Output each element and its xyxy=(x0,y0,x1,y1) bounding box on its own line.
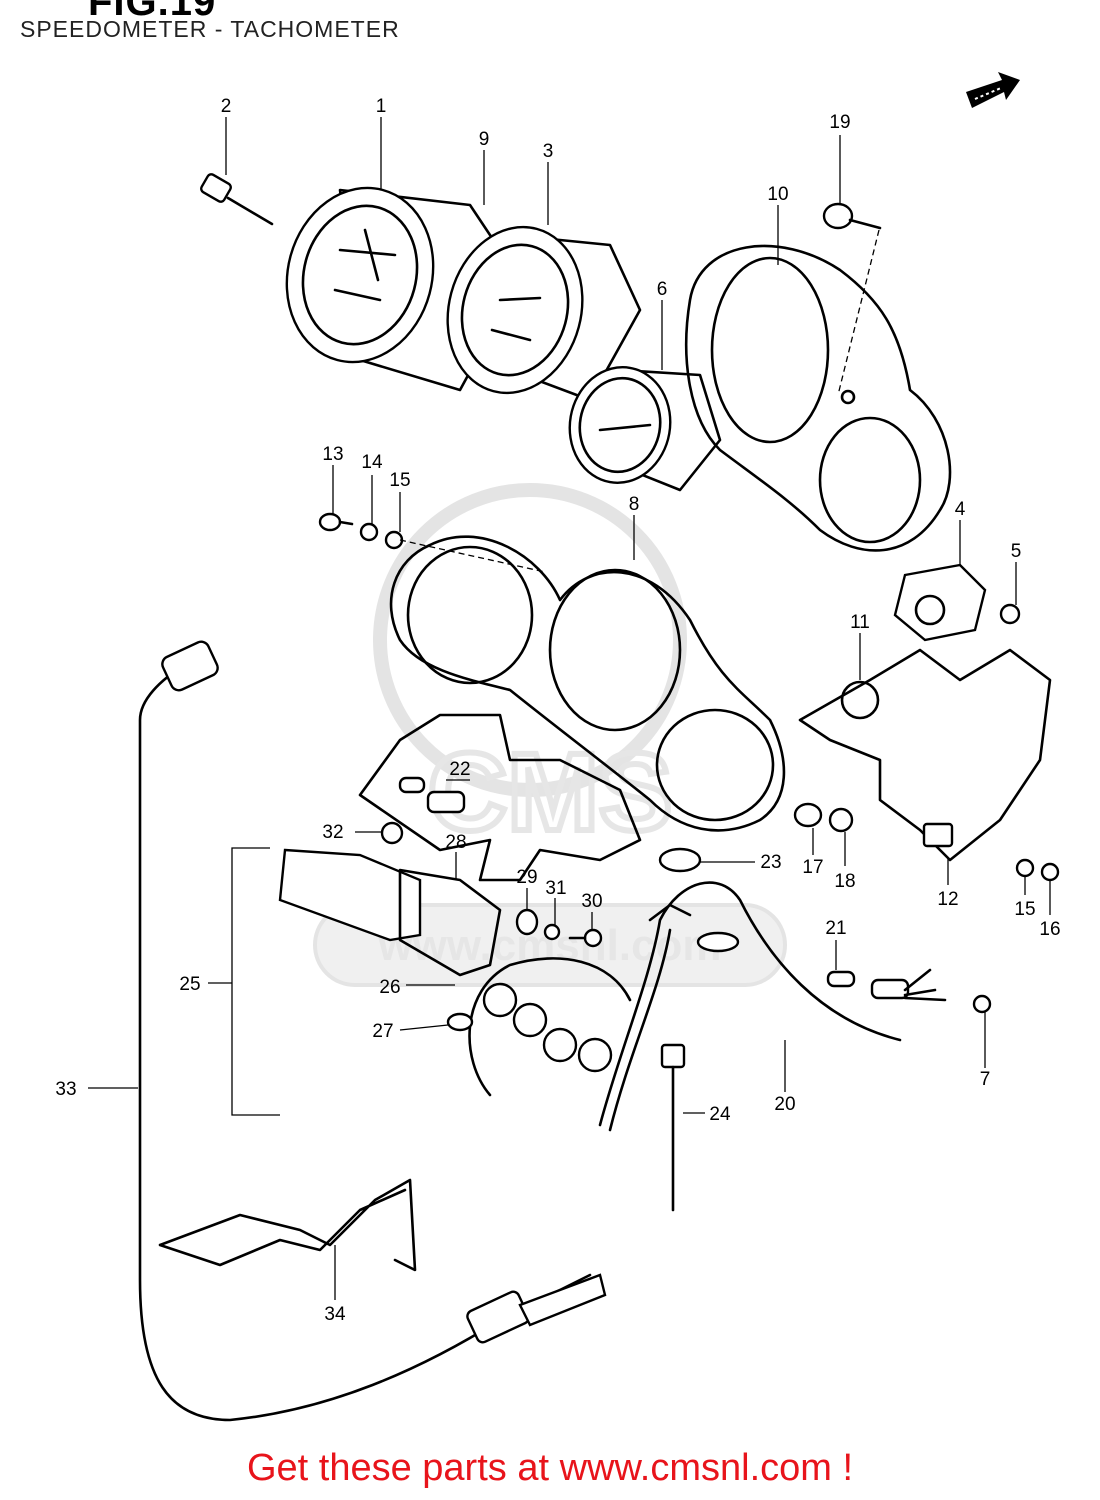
label-part-2: 2 xyxy=(221,96,232,117)
indicator-lamp-housing xyxy=(278,848,502,977)
label-part-16: 16 xyxy=(1039,919,1060,940)
label-part-10: 10 xyxy=(767,184,788,205)
label-part-17: 17 xyxy=(802,857,823,878)
label-part-22: 22 xyxy=(449,759,470,780)
cushion-23 xyxy=(658,847,702,873)
cable-clamp-24 xyxy=(660,1043,686,1212)
part-2-fitting xyxy=(200,173,274,226)
label-part-11: 11 xyxy=(850,612,870,633)
speedometer-cable xyxy=(138,640,607,1422)
figure-title: FIG.19 xyxy=(88,0,217,24)
indicator-switch-4 xyxy=(893,563,987,642)
watermark-logo: CMS xyxy=(428,731,672,854)
label-part-34: 34 xyxy=(324,1304,346,1325)
washer-15b xyxy=(1015,858,1035,878)
tachometer-gauge xyxy=(446,225,642,402)
screw-set-13-15 xyxy=(318,512,404,550)
label-part-23: 23 xyxy=(760,852,781,873)
label-part-9: 9 xyxy=(479,129,490,150)
label-part-4: 4 xyxy=(955,499,966,520)
meter-cover-upper xyxy=(684,244,952,552)
label-part-5: 5 xyxy=(1011,541,1022,562)
label-part-20: 20 xyxy=(774,1094,795,1115)
label-part-1: 1 xyxy=(376,96,387,117)
meter-stay xyxy=(358,713,642,882)
label-part-19: 19 xyxy=(829,112,850,133)
label-part-6: 6 xyxy=(657,279,668,300)
label-part-8: 8 xyxy=(629,494,640,515)
meter-case-lower xyxy=(389,535,786,832)
grommet-17 xyxy=(793,802,823,828)
temperature-gauge xyxy=(568,366,722,492)
label-part-24: 24 xyxy=(709,1104,731,1125)
cable-guide-34 xyxy=(158,1178,417,1272)
label-part-25: 25 xyxy=(179,974,200,995)
label-part-18: 18 xyxy=(834,871,855,892)
watermark: www.cmsnl.com CMS xyxy=(313,483,787,987)
wiring-harness xyxy=(598,881,902,1132)
clamp-12 xyxy=(922,822,954,848)
small-parts-29-31 xyxy=(515,908,603,948)
label-part-31: 31 xyxy=(545,878,566,899)
label-part-32: 32 xyxy=(322,822,343,843)
label-part-21: 21 xyxy=(825,918,846,939)
screw-5 xyxy=(999,603,1021,625)
label-part-12: 12 xyxy=(937,889,958,910)
label-part-15: 15 xyxy=(389,470,410,491)
bulb-21 xyxy=(826,970,856,988)
screw-19 xyxy=(822,202,882,230)
leader-lines xyxy=(88,117,1051,1300)
label-part-30: 30 xyxy=(581,891,602,912)
bolt-32 xyxy=(380,821,404,845)
screw-7 xyxy=(972,994,992,1014)
page-subtitle: SPEEDOMETER - TACHOMETER xyxy=(20,16,400,42)
label-part-27: 27 xyxy=(372,1021,393,1042)
bracket-25 xyxy=(231,847,280,1116)
label-part-15b: 15 xyxy=(1014,899,1035,920)
plug-connector xyxy=(870,968,947,1002)
label-part-33: 33 xyxy=(55,1079,76,1100)
label-part-28: 28 xyxy=(445,832,466,853)
label-part-3: 3 xyxy=(543,141,554,162)
label-part-14: 14 xyxy=(361,452,383,473)
nut-16 xyxy=(1040,862,1060,882)
parts-link[interactable]: Get these parts at www.cmsnl.com ! xyxy=(246,1447,854,1489)
label-part-29: 29 xyxy=(516,867,537,888)
lamp-socket-harness xyxy=(446,957,632,1097)
nut-18 xyxy=(828,807,854,833)
front-direction-arrow-icon xyxy=(966,72,1020,108)
label-part-26: 26 xyxy=(379,977,400,998)
part-labels: 1 2 3 4 5 6 7 8 9 10 11 12 13 14 15 15 1… xyxy=(55,96,1060,1325)
label-part-13: 13 xyxy=(322,444,343,465)
label-part-7: 7 xyxy=(980,1069,991,1090)
meter-bracket xyxy=(798,648,1052,862)
